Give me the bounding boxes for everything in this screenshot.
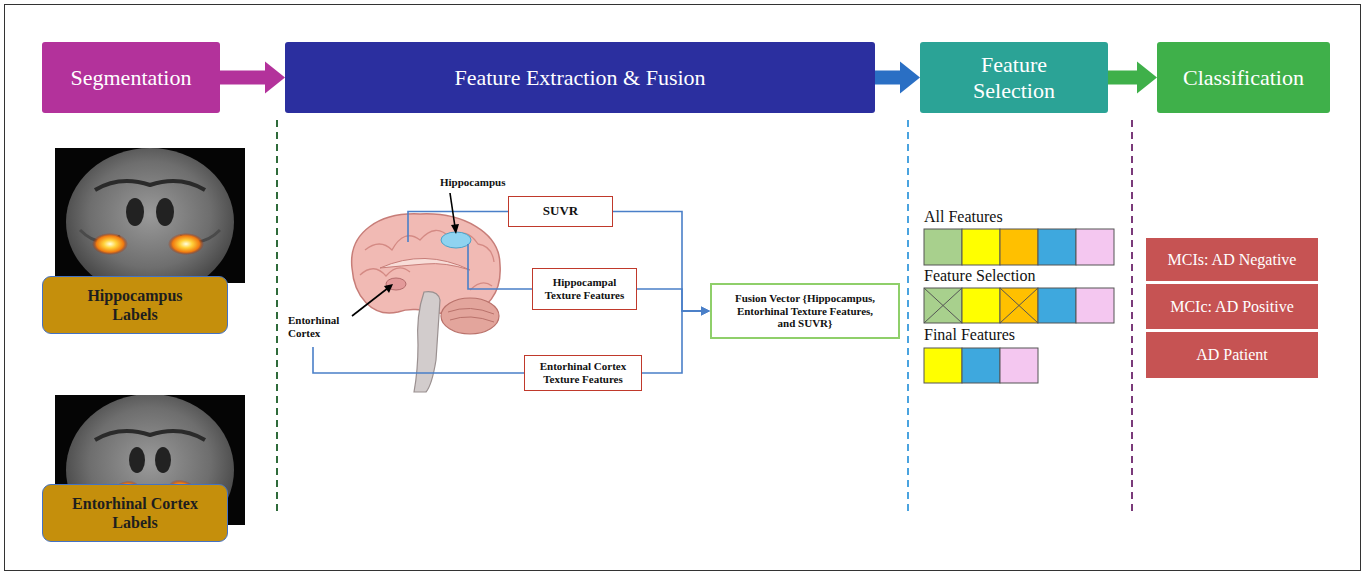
connector: [642, 307, 710, 374]
divider-line: [276, 120, 278, 515]
feature-box: Entorhinal Cortex Texture Features: [524, 355, 642, 391]
feature-box: SUVR: [508, 196, 613, 227]
class-band: MCIs: AD Negative: [1146, 238, 1318, 281]
box-text: Entorhinal Cortex Labels: [60, 494, 210, 532]
brain-illustration: [352, 214, 501, 392]
label-box: Hippocampus Labels: [42, 276, 228, 334]
box-text: Fusion Vector {Hippocampus, Entorhinal T…: [730, 292, 880, 330]
label-box: Entorhinal Cortex Labels: [42, 484, 228, 542]
region-link-line: [313, 212, 533, 374]
box-text: Hippocampal Texture Features: [538, 276, 631, 301]
plain-label: Feature Selection: [924, 267, 1104, 285]
divider-line: [907, 120, 909, 515]
stage-header: Classification: [1157, 42, 1330, 113]
feature-squares: [924, 229, 1114, 383]
leader-arrow: [352, 193, 459, 316]
box-text: SUVR: [543, 204, 578, 219]
divider-line: [1131, 120, 1133, 515]
box-text: Hippocampus Labels: [75, 286, 195, 324]
connector: [220, 62, 285, 94]
box-text: Entorhinal Cortex Texture Features: [531, 360, 636, 385]
plain-label: Entorhinal Cortex: [288, 314, 350, 339]
class-band: AD Patient: [1146, 332, 1318, 378]
outer-frame: [5, 5, 1361, 571]
box-text: Feature Selection: [949, 52, 1079, 103]
plain-label: All Features: [924, 208, 1104, 226]
plain-label: Final Features: [924, 326, 1104, 344]
box-text: MCIc: AD Positive: [1170, 298, 1294, 316]
stage-header: Segmentation: [42, 42, 220, 113]
mri-image: [55, 148, 245, 283]
box-text: Classification: [1183, 65, 1304, 90]
stage-header: Feature Extraction & Fusion: [285, 42, 875, 113]
connector: [875, 62, 920, 94]
plain-label: Hippocampus: [440, 176, 530, 189]
box-text: MCIs: AD Negative: [1168, 251, 1297, 269]
stage-header: Feature Selection: [920, 42, 1108, 113]
class-band: MCIc: AD Positive: [1146, 284, 1318, 329]
box-text: Segmentation: [71, 65, 192, 90]
box-text: Feature Extraction & Fusion: [454, 65, 705, 90]
box-text: AD Patient: [1196, 346, 1268, 364]
feature-box: Hippocampal Texture Features: [532, 268, 637, 310]
fusion-box: Fusion Vector {Hippocampus, Entorhinal T…: [710, 283, 900, 339]
connector: [1108, 62, 1157, 94]
